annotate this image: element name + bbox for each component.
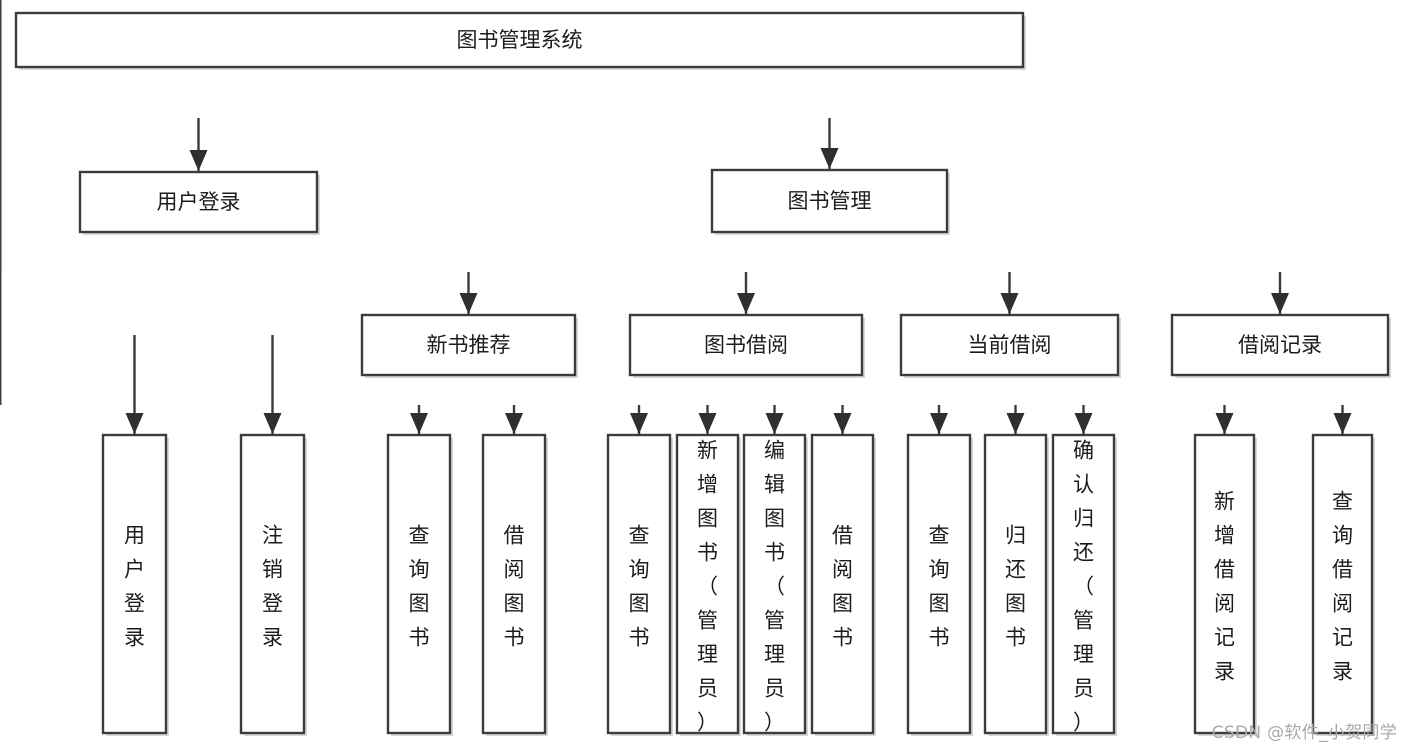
node-leaf-user-0[interactable]: 用户登录: [101, 433, 169, 736]
node-rect[interactable]: [1193, 433, 1256, 735]
node-level2-0[interactable]: 用户登录: [78, 170, 320, 235]
node-label: 图书管理: [788, 189, 872, 213]
node-leaf-1-0[interactable]: 查询图书: [606, 433, 673, 736]
arrow-head-icon: [263, 413, 282, 434]
arrow-head-icon: [737, 293, 755, 314]
arrow-head-icon: [1333, 413, 1352, 434]
node-leaf-2-2[interactable]: 确认归还（管理员）: [1051, 433, 1117, 736]
node-root[interactable]: 图书管理系统: [14, 11, 1026, 70]
arrow-head-icon: [820, 148, 839, 169]
node-label: 当前借阅: [968, 333, 1052, 357]
nodes-layer: 图书管理系统用户登录图书管理用户登录注销登录新书推荐查询图书借阅图书图书借阅查询…: [14, 11, 1391, 736]
node-rect[interactable]: [606, 433, 672, 735]
node-rect[interactable]: [1170, 313, 1390, 377]
node-label: 用户登录: [157, 190, 241, 214]
node-rect[interactable]: [386, 433, 452, 735]
node-label: 借阅记录: [1238, 333, 1322, 357]
node-leaf-2-0[interactable]: 查询图书: [906, 433, 973, 736]
arrow-head-icon: [459, 293, 478, 314]
node-label: 确认归还（管理员）: [1073, 439, 1094, 735]
node-leaf-3-1[interactable]: 查询借阅记录: [1311, 433, 1375, 736]
arrow-head-icon: [698, 413, 717, 434]
node-rect[interactable]: [742, 433, 807, 735]
node-rect[interactable]: [78, 170, 319, 234]
node-rect[interactable]: [14, 11, 1025, 69]
arrow-head-icon: [1006, 413, 1025, 434]
node-rect[interactable]: [710, 168, 949, 234]
node-leaf-0-1[interactable]: 借阅图书: [481, 433, 548, 736]
arrow-head-icon: [833, 413, 852, 434]
node-level3-1[interactable]: 图书借阅: [628, 313, 865, 378]
node-leaf-0-0[interactable]: 查询图书: [386, 433, 453, 736]
node-rect[interactable]: [239, 433, 306, 735]
arrow-head-icon: [765, 413, 784, 434]
node-label: 借阅图书: [504, 524, 525, 650]
node-leaf-1-2[interactable]: 编辑图书（管理员）: [742, 433, 808, 736]
node-label: 编辑图书（管理员）: [764, 439, 785, 735]
node-rect[interactable]: [628, 313, 864, 377]
arrow-head-icon: [505, 413, 523, 434]
node-label: 查询借阅记录: [1332, 490, 1353, 684]
node-level2-1[interactable]: 图书管理: [710, 168, 950, 235]
node-rect[interactable]: [906, 433, 972, 735]
arrow-head-icon: [1215, 413, 1234, 434]
node-leaf-1-1[interactable]: 新增图书（管理员）: [675, 433, 741, 736]
node-rect[interactable]: [101, 433, 168, 735]
node-label: 注销登录: [262, 524, 283, 650]
node-label: 图书管理系统: [457, 28, 583, 52]
node-rect[interactable]: [1311, 433, 1374, 735]
arrow-head-icon: [1000, 293, 1019, 314]
node-leaf-3-0[interactable]: 新增借阅记录: [1193, 433, 1257, 736]
node-rect[interactable]: [983, 433, 1048, 735]
node-rect[interactable]: [899, 313, 1120, 377]
node-label: 新增图书（管理员）: [697, 439, 718, 735]
node-label: 新增借阅记录: [1214, 490, 1235, 684]
arrow-head-icon: [410, 413, 428, 434]
connectors-layer: [0, 0, 1352, 434]
node-label: 归还图书: [1005, 524, 1026, 650]
arrow-head-icon: [630, 413, 648, 434]
arrow-head-icon: [1271, 293, 1289, 314]
arrow-head-icon: [930, 413, 948, 434]
node-label: 查询图书: [929, 524, 950, 650]
node-level3-3[interactable]: 借阅记录: [1170, 313, 1391, 378]
arrow-head-icon: [125, 413, 144, 434]
node-rect[interactable]: [481, 433, 547, 735]
node-label: 查询图书: [409, 524, 430, 650]
arrow-head-icon: [189, 150, 208, 171]
csdn-watermark: CSDN @软件_小贺同学: [1211, 723, 1397, 743]
node-level3-2[interactable]: 当前借阅: [899, 313, 1121, 378]
node-level3-0[interactable]: 新书推荐: [360, 313, 578, 378]
node-rect[interactable]: [675, 433, 740, 735]
node-rect[interactable]: [810, 433, 875, 735]
node-label: 图书借阅: [704, 333, 788, 357]
node-label: 查询图书: [629, 524, 650, 650]
node-rect[interactable]: [360, 313, 577, 377]
node-label: 新书推荐: [427, 333, 511, 357]
arrow-head-icon: [1074, 413, 1093, 434]
node-leaf-user-1[interactable]: 注销登录: [239, 433, 307, 736]
node-label: 用户登录: [124, 524, 145, 650]
node-leaf-1-3[interactable]: 借阅图书: [810, 433, 876, 736]
node-rect[interactable]: [1051, 433, 1116, 735]
node-leaf-2-1[interactable]: 归还图书: [983, 433, 1049, 736]
node-label: 借阅图书: [832, 524, 853, 650]
